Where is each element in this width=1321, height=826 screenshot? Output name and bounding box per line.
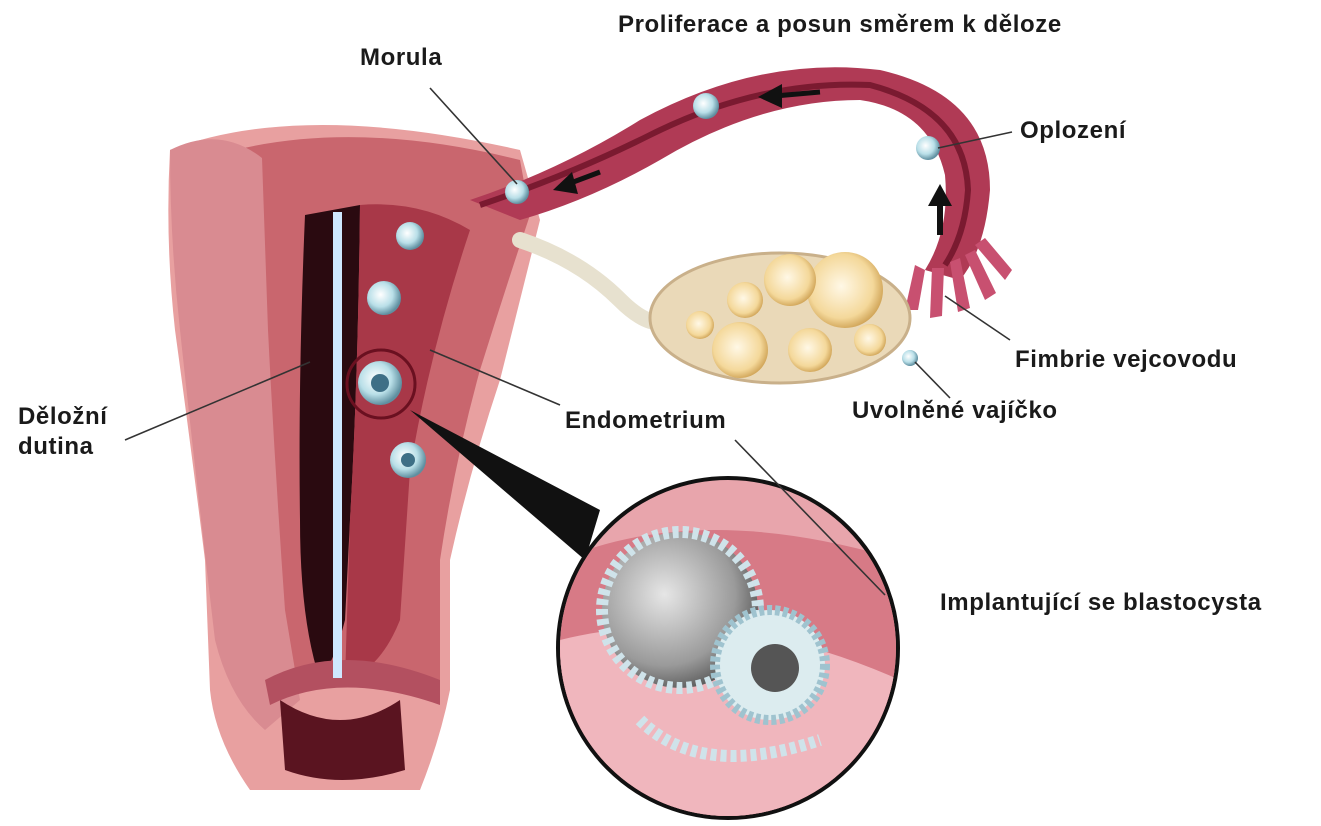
follicle — [807, 252, 883, 328]
label-delozni-line1: Děložní — [18, 402, 108, 432]
follicle — [712, 322, 768, 378]
blastocyst-cell — [396, 222, 424, 250]
label-uvolnene-vajicko: Uvolněné vajíčko — [852, 398, 1058, 424]
fertilized-egg — [916, 136, 940, 160]
label-implantujici-blastocysta: Implantující se blastocysta — [940, 590, 1262, 616]
blastocyst-cell-core — [371, 374, 389, 392]
follicle — [764, 254, 816, 306]
blastocyst-cell — [367, 281, 401, 315]
zoom-content — [560, 530, 900, 820]
label-proliferace: Proliferace a posun směrem k děloze — [618, 12, 1062, 38]
ovarian-ligament — [520, 240, 670, 323]
leader-uvolnene — [915, 362, 950, 398]
label-delozni-line2: dutina — [18, 432, 108, 462]
follicle — [686, 311, 714, 339]
label-delozni-dutina: Děložní dutina — [18, 402, 108, 462]
follicle — [854, 324, 886, 356]
leader-fimbrie — [945, 296, 1010, 340]
label-fimbrie: Fimbrie vejcovodu — [1015, 347, 1237, 373]
dividing-cell — [693, 93, 719, 119]
label-oplozeni: Oplození — [1020, 118, 1126, 144]
follicle — [788, 328, 832, 372]
blastocyst-cell-core — [401, 453, 415, 467]
label-morula: Morula — [360, 45, 442, 71]
inner-cell-core — [751, 644, 799, 692]
cavity-marker-line — [333, 212, 342, 678]
label-endometrium: Endometrium — [565, 408, 726, 434]
follicle — [727, 282, 763, 318]
